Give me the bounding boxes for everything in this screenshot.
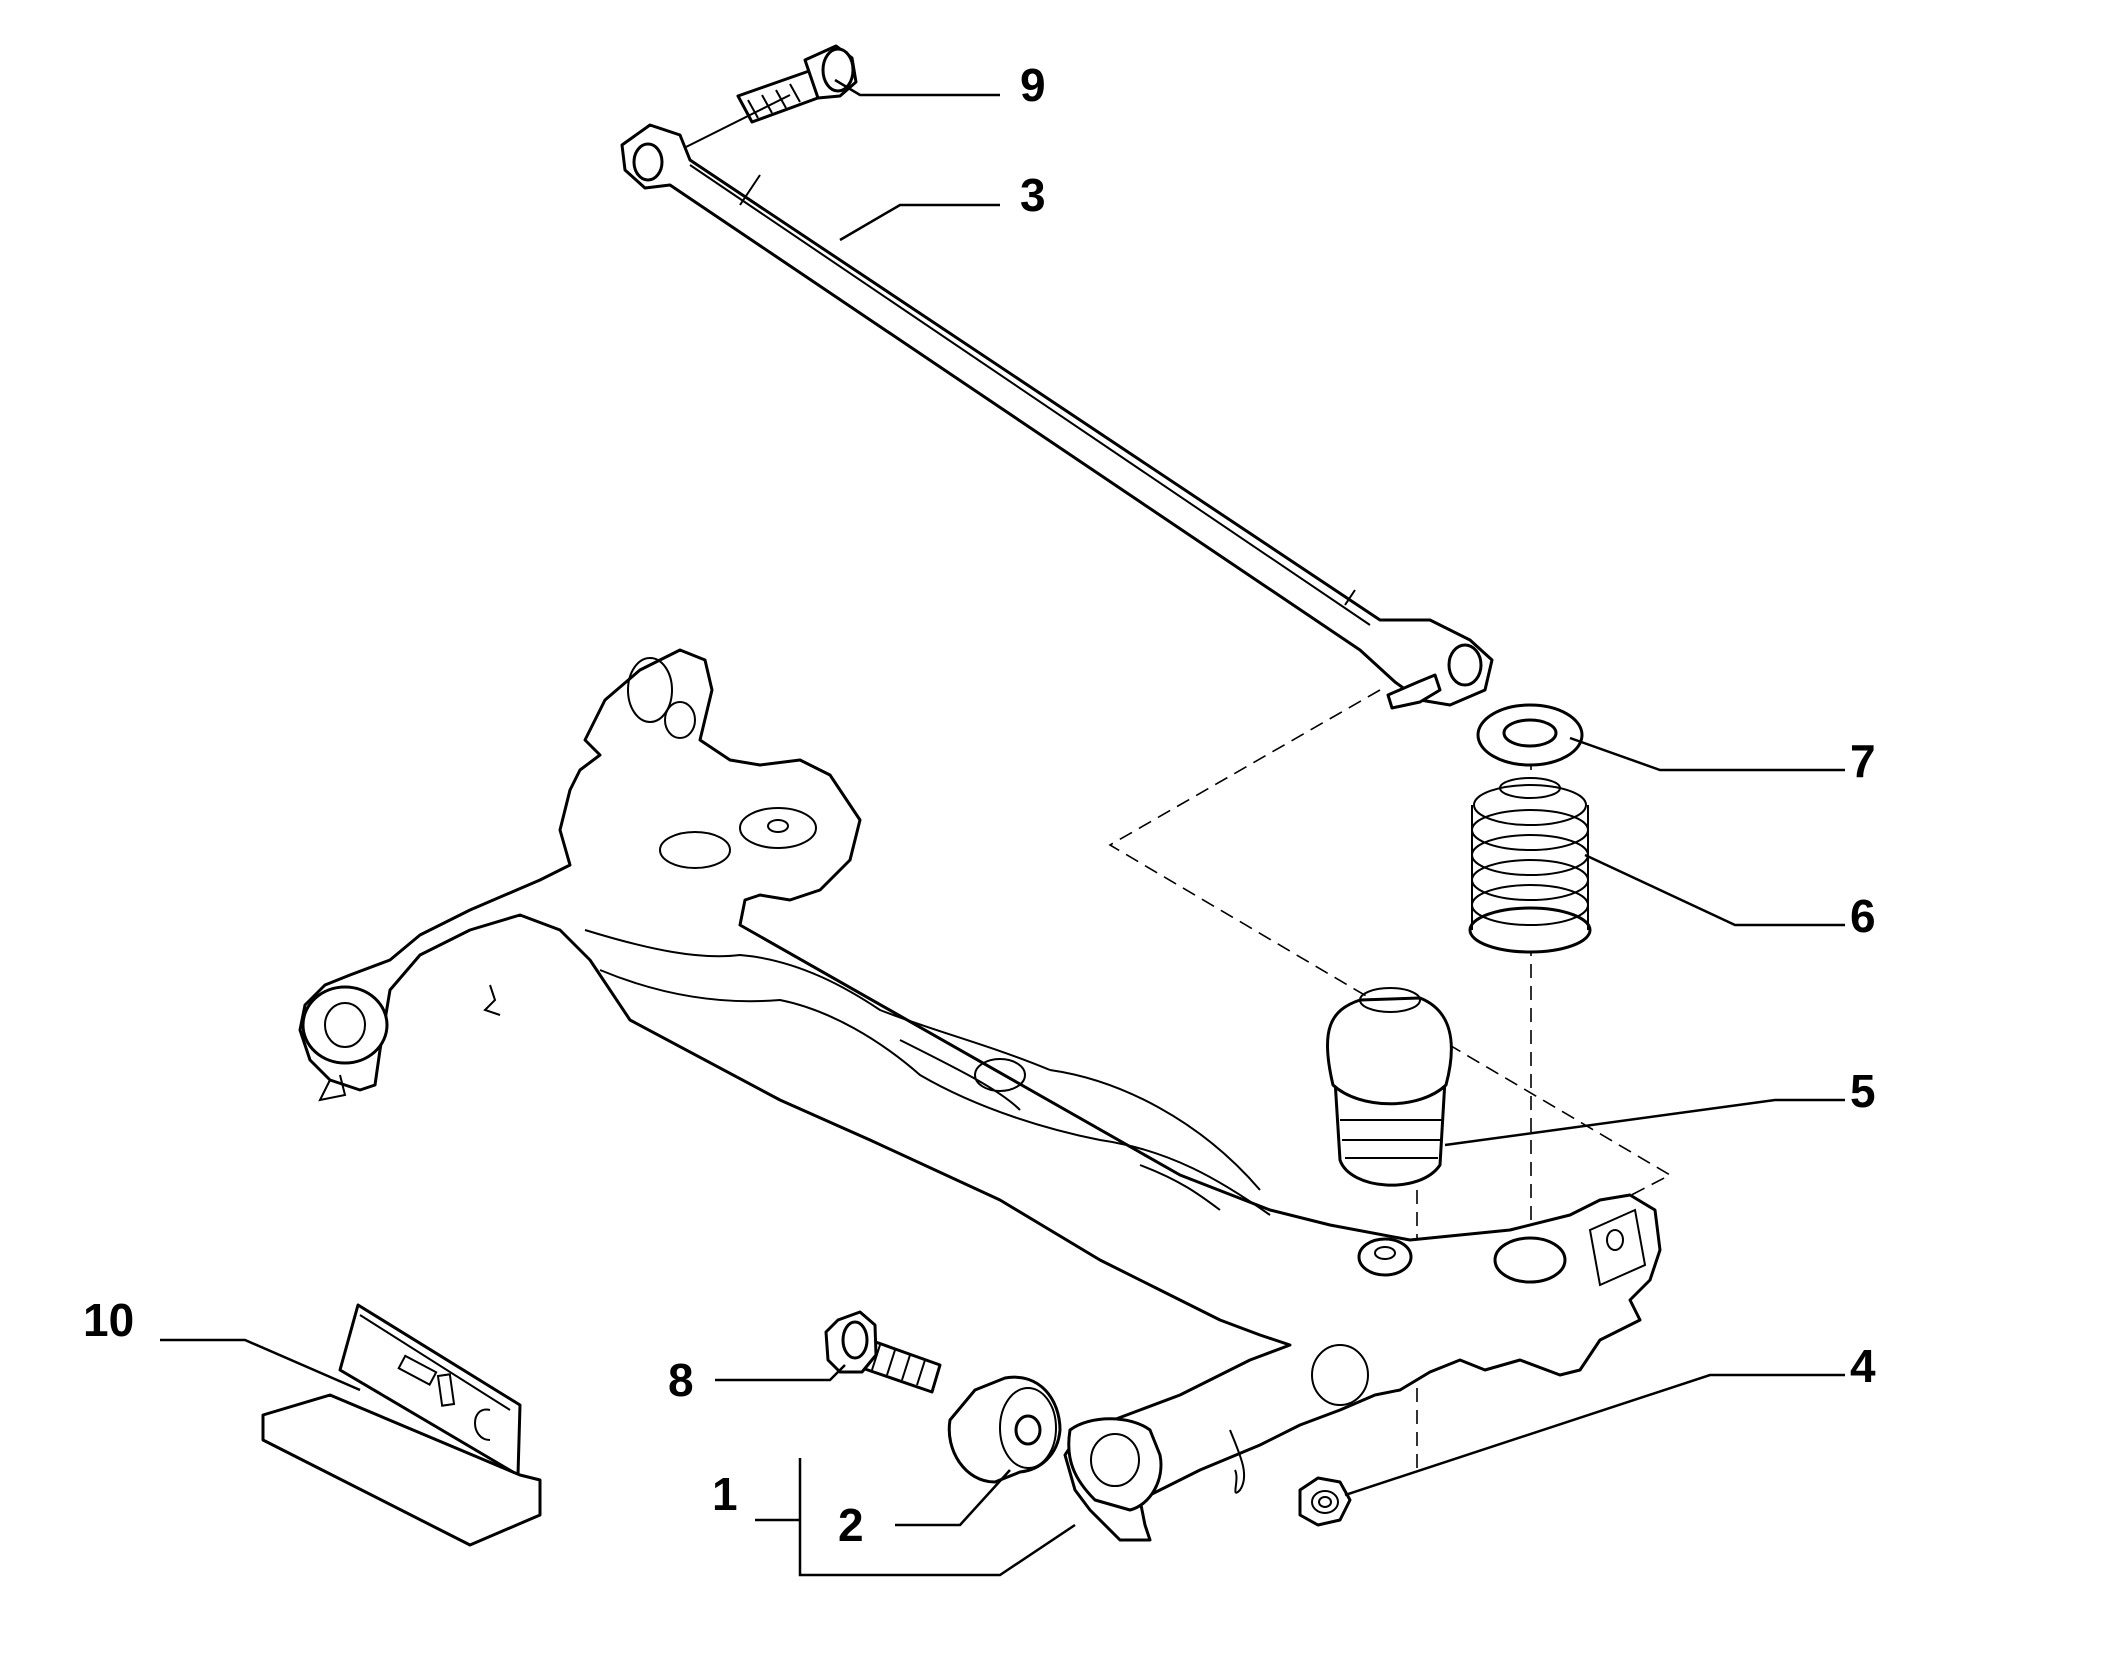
callout-4: 4 xyxy=(1850,1340,1876,1392)
bushing-part xyxy=(947,1375,1062,1484)
callout-5: 5 xyxy=(1850,1065,1876,1117)
spring-seat-part xyxy=(1476,703,1584,767)
nut-part xyxy=(1298,1476,1352,1527)
heat-shield-bracket-part xyxy=(261,1303,542,1547)
callout-8: 8 xyxy=(668,1354,694,1406)
rear-axle-beam-part xyxy=(298,648,1662,1542)
callout-7: 7 xyxy=(1850,735,1876,787)
callout-10: 10 xyxy=(83,1294,134,1346)
leader-lines xyxy=(160,78,1845,1577)
callout-3: 3 xyxy=(1020,169,1046,221)
callout-labels: 9 3 7 6 5 4 10 8 1 2 xyxy=(83,59,1876,1551)
panhard-rod-part xyxy=(620,123,1494,710)
callout-2: 2 xyxy=(838,1499,864,1551)
callout-6: 6 xyxy=(1850,890,1876,942)
bump-stop-part xyxy=(1325,987,1453,1187)
callout-1: 1 xyxy=(712,1468,738,1520)
rod-bolt-part xyxy=(679,44,858,151)
coil-spring-part xyxy=(1468,777,1592,954)
bolt-part xyxy=(824,1310,942,1394)
callout-9: 9 xyxy=(1020,59,1046,111)
